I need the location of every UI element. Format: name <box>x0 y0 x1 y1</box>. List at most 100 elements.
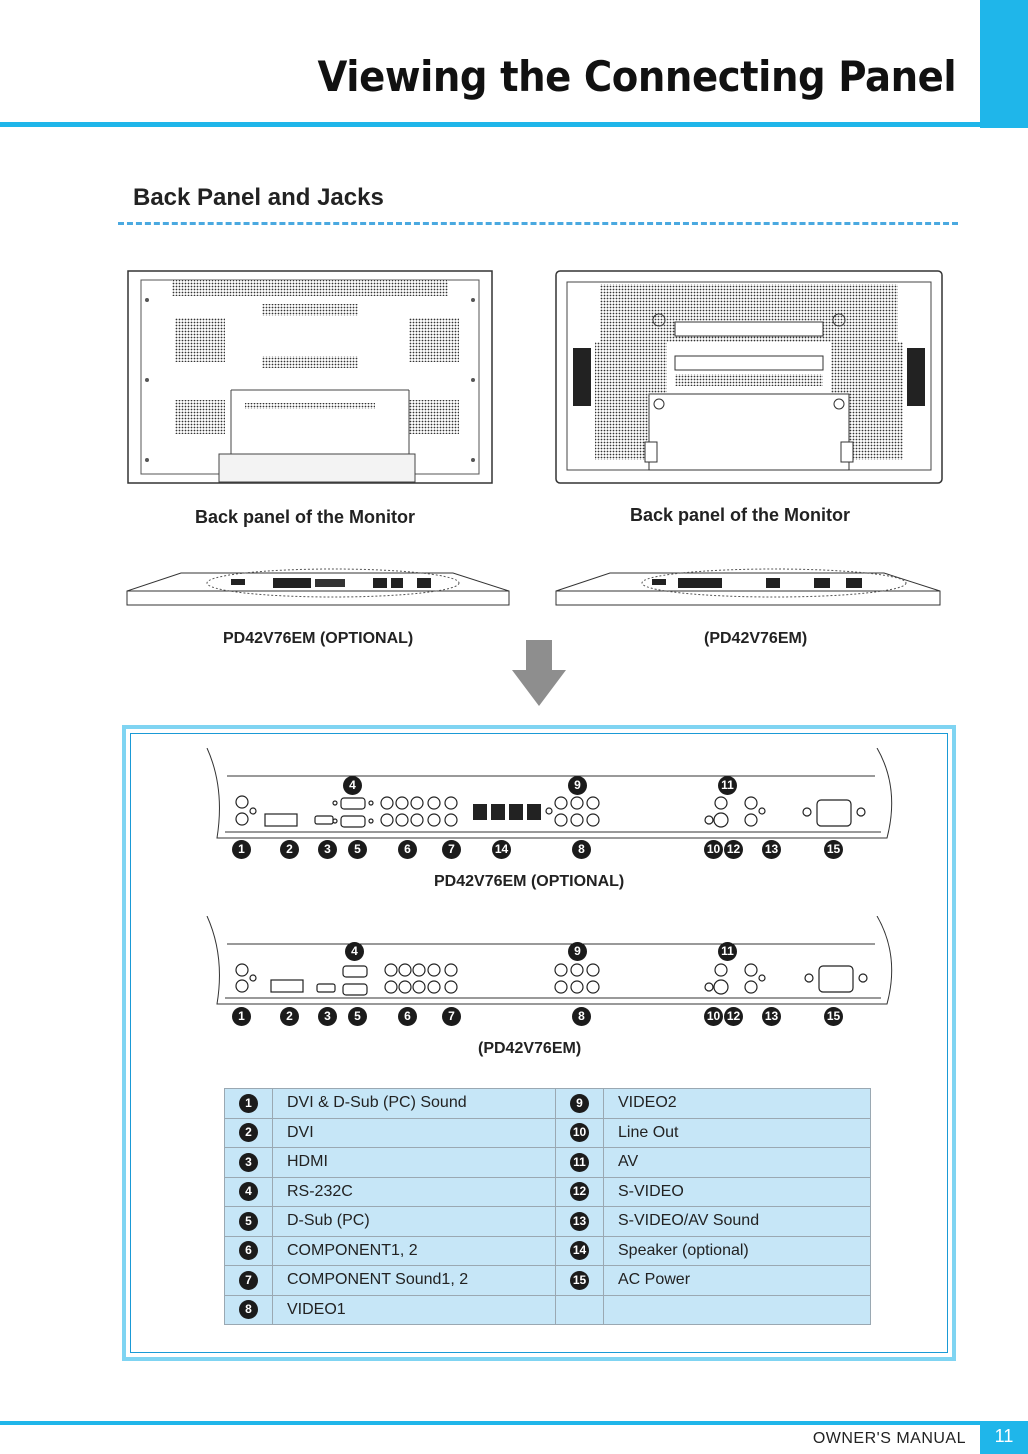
down-arrow-icon <box>512 640 566 706</box>
jack-number-badge: 11 <box>718 942 737 961</box>
legend-number-cell: 10 <box>555 1117 604 1148</box>
legend-label-cell: S-VIDEO/AV Sound <box>603 1206 871 1237</box>
jack-panel-optional-diagram <box>206 748 893 839</box>
jack-number-badge: 6 <box>398 840 417 859</box>
legend-label: COMPONENT Sound1, 2 <box>287 1271 469 1289</box>
legend-number-cell: 5 <box>224 1206 273 1237</box>
legend-label: S-VIDEO/AV Sound <box>618 1212 760 1230</box>
legend-label: VIDEO2 <box>618 1094 677 1112</box>
legend-number-cell: 1 <box>224 1088 273 1119</box>
jack-number-badge: 9 <box>568 942 587 961</box>
edge-caption-left: PD42V76EM (OPTIONAL) <box>223 630 414 647</box>
jack-number-badge: 14 <box>492 840 511 859</box>
legend-label: HDMI <box>287 1153 328 1171</box>
legend-row: 6 COMPONENT1, 2 14 Speaker (optional) <box>224 1235 871 1266</box>
legend-number-cell: 2 <box>224 1117 273 1148</box>
legend-row: 2 DVI 10 Line Out <box>224 1117 871 1148</box>
section-title: Back Panel and Jacks <box>133 184 384 211</box>
legend-number-badge: 10 <box>570 1123 589 1143</box>
legend-label-cell: COMPONENT1, 2 <box>272 1235 556 1266</box>
legend-number-cell <box>555 1294 604 1325</box>
legend-label-cell: VIDEO1 <box>272 1294 556 1325</box>
legend-label: S-VIDEO <box>618 1182 684 1200</box>
legend-number-badge: 14 <box>570 1241 589 1261</box>
legend-number-cell: 11 <box>555 1147 604 1178</box>
jack-number-badge: 5 <box>348 840 367 859</box>
legend-number-cell: 14 <box>555 1235 604 1266</box>
legend-number-badge: 4 <box>239 1182 258 1202</box>
legend-number-cell: 12 <box>555 1176 604 1207</box>
monitor-back-illustration-left <box>127 270 493 484</box>
legend-label-cell: VIDEO2 <box>603 1088 871 1119</box>
legend-number-badge: 2 <box>239 1123 258 1143</box>
jack-panel-optional-labels: 1 2 3 5 6 7 14 8 10 12 13 15 <box>232 840 852 860</box>
jack-number-badge: 2 <box>280 1007 299 1026</box>
legend-label-cell: DVI & D-Sub (PC) Sound <box>272 1088 556 1119</box>
jack-number-badge: 8 <box>572 840 591 859</box>
legend-number-cell: 7 <box>224 1265 273 1296</box>
jack-legend-table: 1 DVI & D-Sub (PC) Sound 9 VIDEO2 2 DVI 10 Line… <box>224 1088 871 1325</box>
jack-number-badge: 13 <box>762 840 781 859</box>
legend-label: RS-232C <box>287 1182 353 1200</box>
footer-rule <box>0 1421 1028 1425</box>
header-rule <box>0 122 980 127</box>
monitor-bottom-edge-right <box>555 568 941 606</box>
jack-number-badge: 4 <box>345 942 364 961</box>
legend-label-cell <box>603 1294 871 1325</box>
jack-number-badge: 8 <box>572 1007 591 1026</box>
jack-number-badge: 13 <box>762 1007 781 1026</box>
legend-number-badge: 8 <box>239 1300 258 1320</box>
header-accent-tab <box>980 0 1028 128</box>
jack-number-badge: 7 <box>442 840 461 859</box>
footer-label: OWNER'S MANUAL <box>812 1430 966 1447</box>
jack-number-badge: 15 <box>824 840 843 859</box>
legend-label-cell: S-VIDEO <box>603 1176 871 1207</box>
monitor-caption-left: Back panel of the Monitor <box>195 507 416 527</box>
section-divider <box>118 222 958 225</box>
legend-number-cell: 9 <box>555 1088 604 1119</box>
jack-number-badge: 3 <box>318 1007 337 1026</box>
connector-detail-frame-inner <box>130 733 948 1353</box>
legend-row: 7 COMPONENT Sound1, 2 15 AC Power <box>224 1265 871 1296</box>
legend-number-badge: 13 <box>570 1211 589 1231</box>
jack-number-badge: 10 <box>704 840 723 859</box>
legend-label-cell: D-Sub (PC) <box>272 1206 556 1237</box>
legend-number-cell: 15 <box>555 1265 604 1296</box>
legend-label: DVI & D-Sub (PC) Sound <box>287 1094 467 1112</box>
legend-number-cell: 6 <box>224 1235 273 1266</box>
legend-label: Line Out <box>618 1123 679 1141</box>
page-title: Viewing the Connecting Panel <box>317 52 956 101</box>
legend-label-cell: Line Out <box>603 1117 871 1148</box>
legend-label: AC Power <box>618 1271 691 1289</box>
legend-label: COMPONENT1, 2 <box>287 1241 418 1259</box>
legend-number-badge: 1 <box>239 1093 258 1113</box>
jack-number-badge: 11 <box>718 776 737 795</box>
jack-panel-standard-caption: (PD42V76EM) <box>478 1040 582 1057</box>
legend-number-badge: 15 <box>570 1270 589 1290</box>
edge-caption-right: (PD42V76EM) <box>704 630 808 647</box>
jack-panel-standard-diagram <box>206 916 893 1005</box>
jack-number-badge: 12 <box>724 1007 743 1026</box>
legend-label-cell: HDMI <box>272 1147 556 1178</box>
jack-number-badge: 3 <box>318 840 337 859</box>
jack-number-badge: 15 <box>824 1007 843 1026</box>
legend-row: 5 D-Sub (PC) 13 S-VIDEO/AV Sound <box>224 1206 871 1237</box>
legend-label: DVI <box>287 1123 314 1141</box>
legend-number-badge: 12 <box>570 1182 589 1202</box>
legend-label: D-Sub (PC) <box>287 1212 370 1230</box>
legend-label-cell: DVI <box>272 1117 556 1148</box>
legend-label-cell: RS-232C <box>272 1176 556 1207</box>
legend-label-cell: AV <box>603 1147 871 1178</box>
legend-row: 8 VIDEO1 <box>224 1294 871 1325</box>
monitor-caption-right: Back panel of the Monitor <box>630 505 851 525</box>
legend-number-cell: 13 <box>555 1206 604 1237</box>
legend-number-badge: 5 <box>239 1211 258 1231</box>
legend-number-cell: 3 <box>224 1147 273 1178</box>
monitor-bottom-edge-left <box>126 568 510 606</box>
legend-number-badge: 7 <box>239 1270 258 1290</box>
legend-label: VIDEO1 <box>287 1300 346 1318</box>
jack-panel-standard-labels: 1 2 3 5 6 7 8 10 12 13 15 <box>232 1007 852 1027</box>
jack-number-badge: 1 <box>232 840 251 859</box>
legend-label-cell: Speaker (optional) <box>603 1235 871 1266</box>
